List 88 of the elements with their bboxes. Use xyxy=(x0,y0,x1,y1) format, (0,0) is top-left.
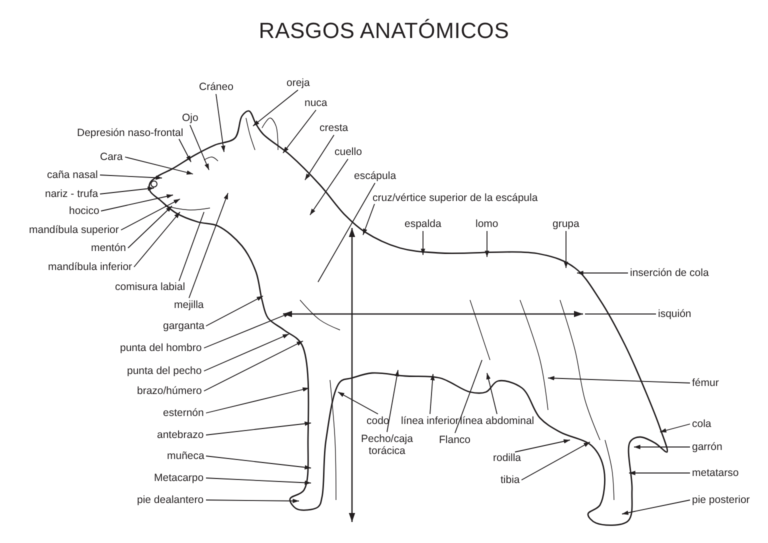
part-label: Flanco xyxy=(439,434,471,446)
part-label: Depresión naso-frontal xyxy=(77,127,184,139)
part-label: pie posterior xyxy=(692,494,750,506)
leader-line xyxy=(304,134,334,180)
leader-line xyxy=(484,230,490,258)
leader-line xyxy=(576,270,628,276)
part-label: punta del pecho xyxy=(127,365,202,377)
leader-line xyxy=(282,110,316,154)
part-label: nuca xyxy=(304,97,328,109)
leader-line xyxy=(362,204,375,236)
part-label: Ojo xyxy=(182,112,198,124)
part-label: rodilla xyxy=(493,452,522,464)
leader-line xyxy=(124,156,194,175)
part-label: escápula xyxy=(354,170,396,182)
leader-line xyxy=(206,387,310,414)
part-label: Cráneo xyxy=(199,81,234,93)
leader-line xyxy=(318,182,376,282)
part-label: metatarso xyxy=(692,467,739,479)
part-label: garganta xyxy=(163,320,204,332)
part-label: mandíbula superior xyxy=(29,224,119,236)
leader-line xyxy=(178,212,204,282)
part-label: grupa xyxy=(552,218,580,230)
part-label: isquión xyxy=(658,308,692,320)
leader-line xyxy=(188,192,228,298)
part-label: inserción de cola xyxy=(630,267,709,279)
part-label: mandíbula inferior xyxy=(48,261,132,273)
leader-line xyxy=(120,198,180,230)
leader-line xyxy=(100,174,162,180)
leader-line xyxy=(310,158,348,216)
part-label: caña nasal xyxy=(47,169,98,181)
part-label: cola xyxy=(692,418,712,430)
leader-line xyxy=(634,444,690,450)
leader-line xyxy=(252,90,298,126)
leader-line xyxy=(206,478,312,485)
leader-line xyxy=(206,498,300,504)
leader-line xyxy=(660,424,690,432)
part-label: Cara xyxy=(100,151,123,163)
leader-line xyxy=(134,212,180,268)
part-label: punta del hombro xyxy=(120,342,202,354)
leader-line xyxy=(548,376,690,384)
part-label: esternón xyxy=(163,407,204,419)
leader-line xyxy=(204,312,290,348)
leader-line xyxy=(190,124,210,170)
leader-line xyxy=(430,374,435,414)
leader-line xyxy=(206,296,264,326)
part-label: línea inferior xyxy=(401,415,459,427)
part-label: oreja xyxy=(286,77,310,89)
part-label: codo xyxy=(366,415,390,427)
leader-line xyxy=(454,360,482,434)
part-label: mejilla xyxy=(174,299,204,311)
leader-line xyxy=(178,138,192,162)
leader-line xyxy=(100,194,174,212)
part-label: garrón xyxy=(692,441,722,453)
part-label: tibia xyxy=(500,474,520,486)
leader-line xyxy=(338,392,378,414)
leader-line xyxy=(564,230,568,268)
part-label: brazo/húmero xyxy=(137,385,202,397)
leader-line xyxy=(521,442,590,480)
leader-line xyxy=(204,340,304,392)
part-label: cruz/vértice superior de la escápula xyxy=(372,192,538,204)
leader-line xyxy=(386,370,400,432)
part-label: mentón xyxy=(91,242,126,254)
part-label: espalda xyxy=(404,218,442,230)
part-label: muñeca xyxy=(167,450,204,462)
leader-line xyxy=(100,186,154,194)
part-label: Pecho/caja torácica xyxy=(352,433,422,457)
leader-line xyxy=(486,372,498,414)
leader-line xyxy=(628,470,690,476)
leader-line xyxy=(514,439,570,452)
part-label: fémur xyxy=(692,377,719,389)
part-label: antebrazo xyxy=(157,429,204,441)
leader-line xyxy=(204,334,290,372)
leader-line xyxy=(420,230,426,256)
leader-line xyxy=(206,456,312,470)
leader-line xyxy=(128,206,172,248)
part-label: comisura labial xyxy=(115,281,186,293)
leader-line xyxy=(206,422,312,436)
part-label: cuello xyxy=(334,146,362,158)
leader-line xyxy=(622,500,690,515)
leader-line xyxy=(216,94,226,152)
part-label: nariz - trufa xyxy=(45,188,98,200)
part-label: línea abdominal xyxy=(460,415,534,427)
part-label: pie dealantero xyxy=(137,494,204,506)
part-label: lomo xyxy=(476,218,498,230)
part-label: hocico xyxy=(69,205,100,217)
part-label: cresta xyxy=(320,122,348,134)
part-label: Metacarpo xyxy=(154,472,204,484)
title: RASGOS ANATÓMICOS xyxy=(258,18,510,44)
